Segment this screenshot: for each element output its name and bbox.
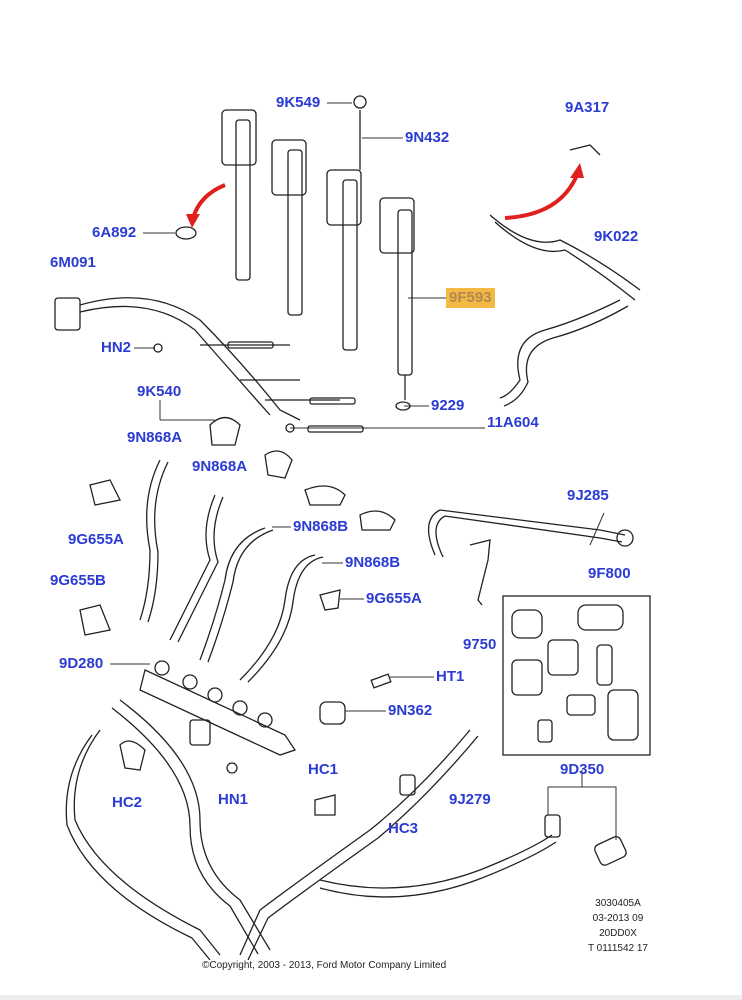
part-label-9J279[interactable]: 9J279 (449, 791, 491, 808)
copyright-notice: ©Copyright, 2003 - 2013, Ford Motor Comp… (202, 960, 447, 971)
part-label-9K540[interactable]: 9K540 (137, 383, 182, 400)
part-label-9G655A[interactable]: 9G655A (366, 590, 422, 607)
part-label-11A604[interactable]: 11A604 (487, 414, 539, 431)
part-label-9D280[interactable]: 9D280 (59, 655, 104, 672)
part-label-9A317[interactable]: 9A317 (565, 99, 610, 116)
injectors (175, 95, 415, 411)
part-label-HC3[interactable]: HC3 (388, 820, 419, 837)
part-label-9229[interactable]: 9229 (431, 397, 465, 414)
part-label-9N868A[interactable]: 9N868A (127, 429, 183, 446)
part-label-9N432[interactable]: 9N432 (405, 129, 450, 146)
part-label-9J285[interactable]: 9J285 (567, 487, 609, 504)
part-label-6A892[interactable]: 6A892 (92, 224, 137, 241)
part-label-HC2[interactable]: HC2 (112, 794, 143, 811)
bottom-edge (0, 995, 742, 1000)
part-label-9G655A[interactable]: 9G655A (68, 531, 124, 548)
part-label-HT1[interactable]: HT1 (436, 668, 465, 685)
part-label-9N868B[interactable]: 9N868B (345, 554, 401, 571)
part-label-HN1[interactable]: HN1 (218, 791, 249, 808)
part-label-9F593-highlighted[interactable]: 9F593 (446, 288, 495, 308)
drawing-date: 03-2013 09 (592, 913, 644, 924)
part-label-HN2[interactable]: HN2 (101, 339, 132, 356)
rail-ports (154, 660, 273, 728)
part-label-6M091[interactable]: 6M091 (50, 254, 96, 271)
part-label-9F800[interactable]: 9F800 (588, 565, 631, 582)
part-label-HC1[interactable]: HC1 (308, 761, 339, 778)
part-label-9D350[interactable]: 9D350 (560, 761, 605, 778)
drawing-info-block: 3030405A 03-2013 09 20DD0X T 0111542 17 (588, 896, 648, 956)
drawing-reference: T 0111542 17 (587, 943, 648, 954)
drawing-number: 3030405A (595, 898, 641, 909)
drawing-code: 20DD0X (599, 928, 637, 939)
part-label-9K549[interactable]: 9K549 (276, 94, 321, 111)
part-label-9G655B[interactable]: 9G655B (50, 572, 106, 589)
leader-lines (110, 102, 617, 840)
part-label-9N362[interactable]: 9N362 (388, 702, 433, 719)
kit-box (502, 595, 651, 756)
part-label-9N868A[interactable]: 9N868A (192, 458, 248, 475)
part-label-9N868B[interactable]: 9N868B (293, 518, 349, 535)
part-label-9K022[interactable]: 9K022 (594, 228, 639, 245)
part-label-9750[interactable]: 9750 (463, 636, 497, 653)
